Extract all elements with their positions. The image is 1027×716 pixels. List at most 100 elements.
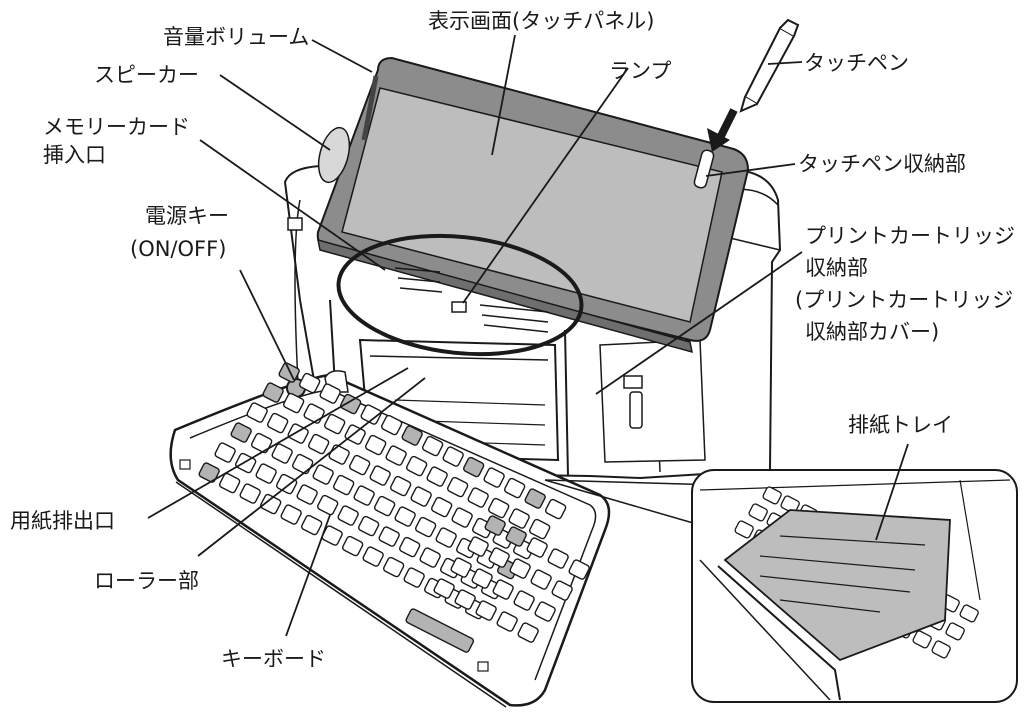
inset-key <box>762 486 782 505</box>
keyboard-key <box>433 578 455 599</box>
label-display: 表示画面(タッチパネル) <box>428 9 654 33</box>
inset-key <box>912 630 932 649</box>
insert-arrow <box>707 108 738 152</box>
keyboard-key <box>403 567 425 588</box>
keyboard-key <box>340 393 362 415</box>
keyboard-key <box>475 600 497 621</box>
inset-key <box>931 640 951 659</box>
inset-key <box>959 604 979 623</box>
keyboard-key <box>488 497 510 519</box>
keyboard-key <box>529 518 551 540</box>
keyboard-key <box>365 434 387 456</box>
keyboard-key <box>488 547 510 568</box>
keyboard-key <box>513 590 535 611</box>
label-cartridge-line2: 収納部 <box>805 256 868 280</box>
keyboard-key <box>406 455 428 477</box>
keyboard-key <box>471 568 493 589</box>
keyboard-key <box>349 454 371 476</box>
keyboard-key <box>526 537 548 558</box>
label-lamp: ランプ <box>609 59 671 83</box>
keyboard-key <box>442 446 464 467</box>
keyboard-key <box>267 412 289 434</box>
label-power-key-line2: (ON/OFF) <box>130 237 226 261</box>
keyboard-key <box>419 547 441 568</box>
keyboard-key <box>467 487 489 508</box>
keyboard-key <box>534 601 556 622</box>
label-paper-exit: 用紙排出口 <box>10 509 115 533</box>
tray-inset <box>544 469 1018 703</box>
keyboard-key <box>401 425 423 446</box>
keyboard-key <box>276 473 298 495</box>
keyboard-key <box>492 579 514 600</box>
keyboard-key <box>362 546 384 567</box>
keyboard-key <box>496 611 518 632</box>
keyboard-key <box>454 589 476 610</box>
keyboard-key <box>271 443 293 464</box>
keyboard-key <box>426 466 448 487</box>
label-touch-pen: タッチペン <box>804 51 909 75</box>
inset-key <box>748 503 768 522</box>
keyboard-key <box>374 495 396 517</box>
keyboard-key <box>508 508 530 529</box>
keyboard-key <box>451 507 473 528</box>
keyboard-key <box>319 383 341 404</box>
label-speaker: スピーカー <box>94 63 199 87</box>
keyboard-key <box>484 515 506 536</box>
keyboard-key <box>299 372 321 394</box>
keyboard-key <box>483 467 505 488</box>
keyboard-key <box>251 432 273 454</box>
highlight-ellipse <box>336 233 584 357</box>
keyboard-key <box>415 516 437 538</box>
inset-key <box>734 520 754 539</box>
keyboard-key <box>385 445 407 466</box>
keyboard-key <box>312 464 334 485</box>
label-memory-card-line2: 挿入口 <box>43 143 106 167</box>
keyboard-key <box>394 506 416 527</box>
keyboard-key <box>410 486 432 507</box>
keyboard-key <box>369 465 391 486</box>
keyboard-key <box>214 442 236 463</box>
keyboard-key <box>337 505 359 526</box>
keyboard-key <box>435 527 457 548</box>
keyboard-keys <box>198 362 590 653</box>
keyboard-key <box>198 462 220 483</box>
label-memory-card-line1: メモリーカード <box>43 115 190 139</box>
keyboard-key <box>255 463 277 484</box>
label-volume: 音量ボリューム <box>163 25 309 49</box>
keyboard-key <box>358 515 380 537</box>
keyboard-key <box>422 435 444 457</box>
inset-key <box>945 622 965 641</box>
keyboard-key <box>246 402 268 423</box>
keyboard <box>169 362 611 708</box>
keyboard-key <box>568 559 590 580</box>
keyboard-key <box>545 498 567 520</box>
keyboard-key <box>383 556 405 578</box>
keyboard-key <box>308 433 330 455</box>
keyboard-key <box>324 413 346 435</box>
keyboard-key <box>530 569 552 590</box>
label-power-key-line1: 電源キー <box>145 204 229 228</box>
keyboard-key <box>378 526 400 547</box>
inset-key <box>780 495 800 514</box>
keyboard-key <box>301 514 323 536</box>
keyboard-key <box>262 382 284 403</box>
label-cartridge-line4: 収納部カバー) <box>805 320 939 344</box>
card-slot-area <box>394 267 549 333</box>
keyboard-key <box>509 558 531 579</box>
label-cartridge-line1: プリントカートリッジ <box>805 224 1015 248</box>
label-roller: ローラー部 <box>94 569 199 593</box>
keyboard-key <box>381 414 403 436</box>
label-output-tray: 排紙トレイ <box>848 413 953 437</box>
keyboard-key <box>230 422 252 443</box>
keyboard-key <box>463 456 485 478</box>
keyboard-key <box>517 622 539 643</box>
keyboard-key <box>467 536 489 557</box>
keyboard-key <box>360 404 382 425</box>
keyboard-key <box>390 475 412 497</box>
keyboard-key <box>239 483 261 504</box>
keyboard-space-key <box>405 608 475 653</box>
keyboard-key <box>342 535 364 557</box>
keyboard-key <box>450 557 472 578</box>
